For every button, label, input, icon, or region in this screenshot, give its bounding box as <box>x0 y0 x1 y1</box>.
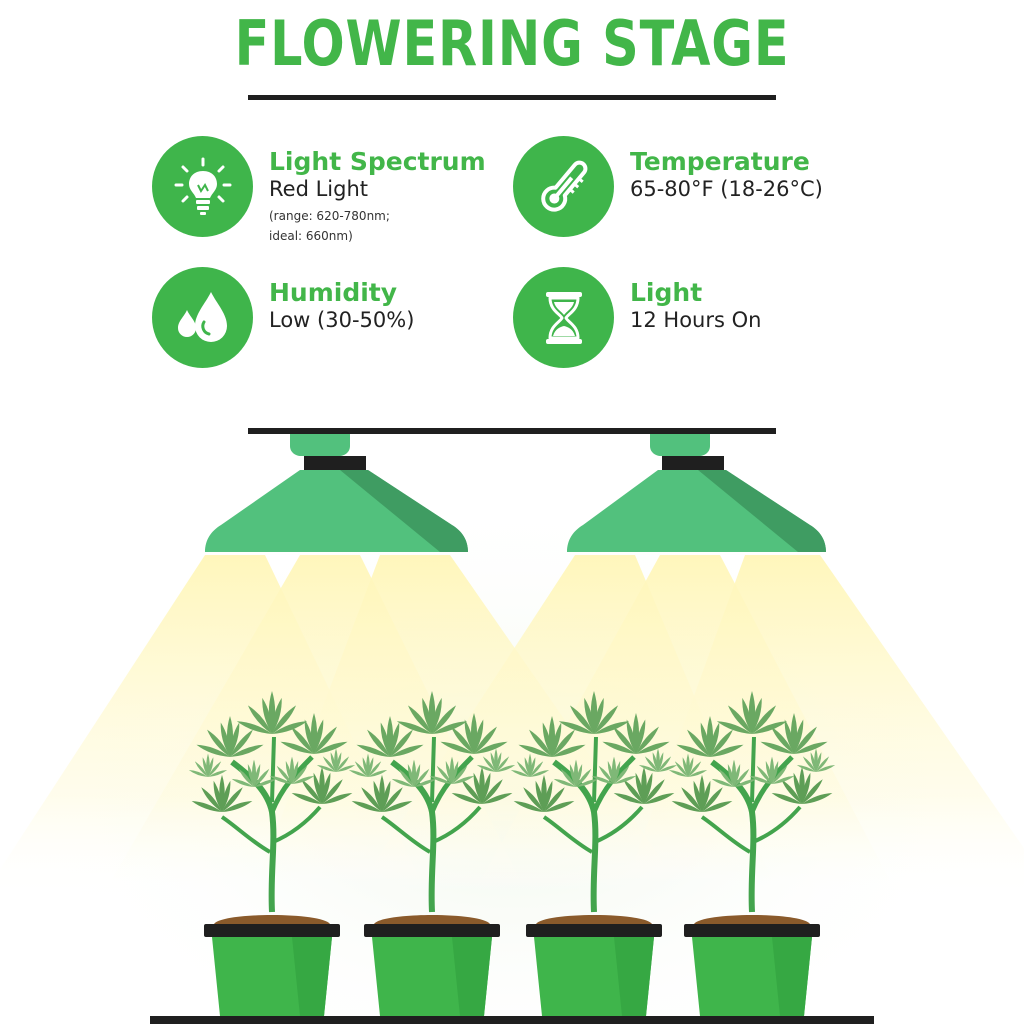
info-note: (range: 620-780nm; <box>269 209 390 223</box>
info-value: Red Light <box>269 177 368 201</box>
pot <box>526 915 662 1016</box>
water-drops-icon <box>152 267 253 368</box>
info-temperature: Temperature 65-80°F (18-26°C) <box>513 136 823 237</box>
info-heading: Humidity <box>269 278 398 307</box>
info-light-spectrum: Light Spectrum Red Light (range: 620-780… <box>152 136 486 246</box>
info-heading: Light Spectrum <box>269 147 486 176</box>
info-note: ideal: 660nm) <box>269 229 353 243</box>
light-bulb-icon <box>152 136 253 237</box>
info-heading: Temperature <box>630 147 810 176</box>
thermometer-icon <box>513 136 614 237</box>
hourglass-icon <box>513 267 614 368</box>
grow-lamp <box>567 434 826 552</box>
info-humidity: Humidity Low (30-50%) <box>152 267 414 368</box>
pot <box>684 915 820 1016</box>
info-value: 12 Hours On <box>630 308 762 332</box>
page-title: FLOWERING STAGE <box>234 7 790 80</box>
pot <box>204 915 340 1016</box>
info-light-hours: Light 12 Hours On <box>513 267 761 368</box>
grow-lamp <box>205 434 468 552</box>
title-divider <box>248 95 776 100</box>
info-value: Low (30-50%) <box>269 308 415 332</box>
pot <box>364 915 500 1016</box>
info-heading: Light <box>630 278 703 307</box>
info-value: 65-80°F (18-26°C) <box>630 177 823 201</box>
